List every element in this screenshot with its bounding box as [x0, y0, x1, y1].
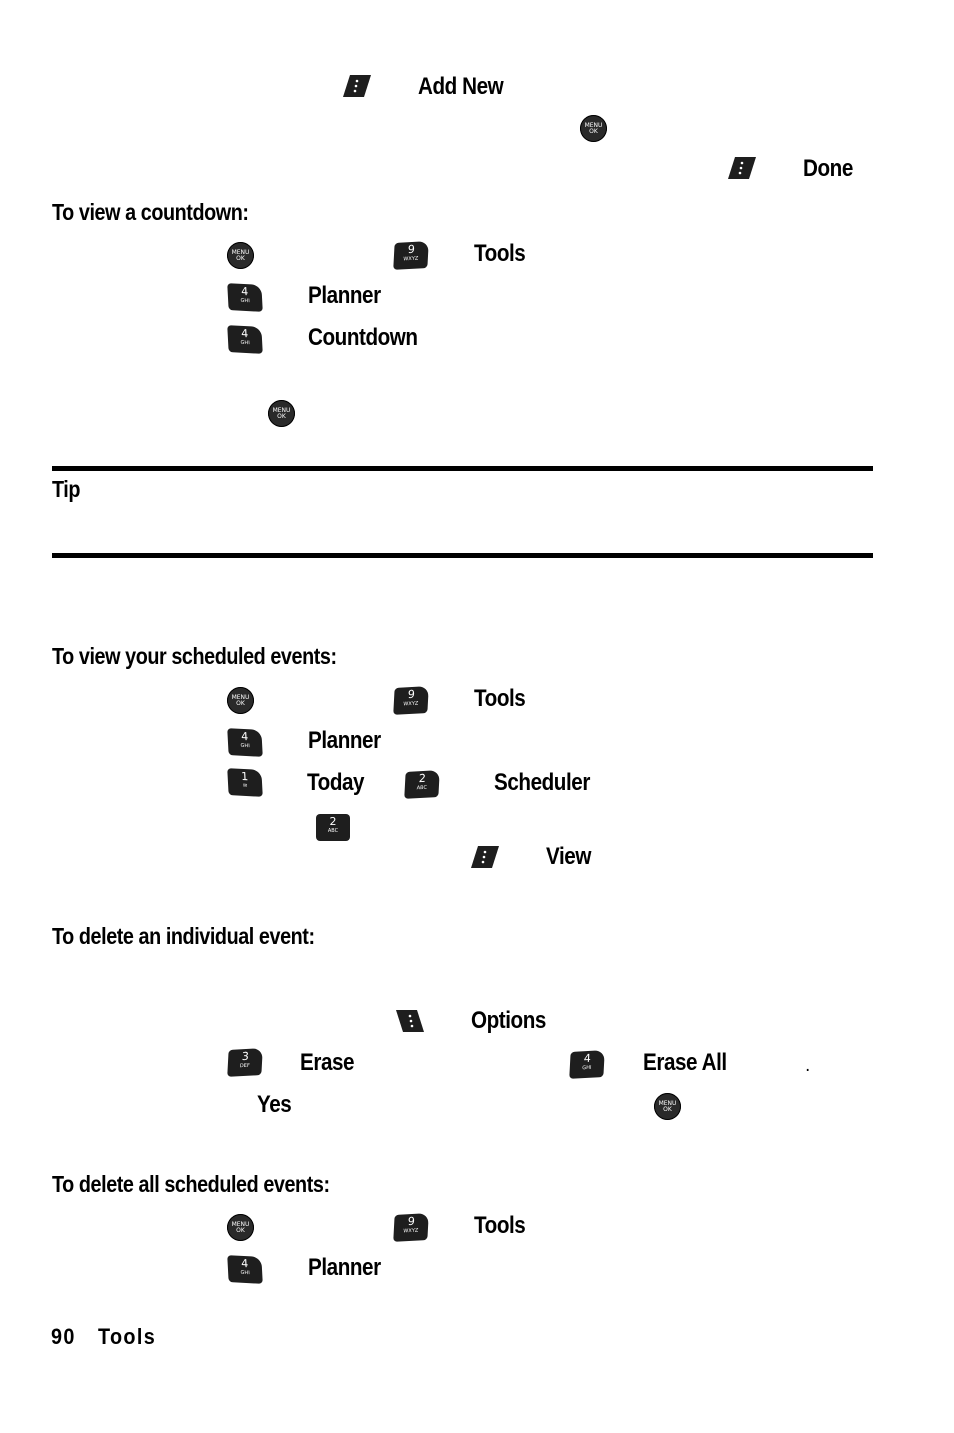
today-label: Today [307, 769, 365, 796]
tools-label: Tools [474, 1212, 526, 1239]
countdown-heading: To view a countdown: [52, 199, 249, 225]
yes-label: Yes [257, 1091, 292, 1118]
planner-label: Planner [308, 727, 381, 754]
add-new-label: Add New [418, 73, 504, 100]
footer-section-title: Tools [98, 1324, 157, 1349]
tip-bottom-rule [52, 553, 873, 558]
delete-all-heading: To delete all scheduled events: [52, 1171, 330, 1197]
options-label: Options [471, 1007, 546, 1034]
planner-label: Planner [308, 282, 381, 309]
page-number: 90 [51, 1324, 76, 1349]
left-softkey-icon [343, 75, 371, 97]
scheduled-events-heading: To view your scheduled events: [52, 643, 337, 669]
done-label: Done [803, 155, 853, 182]
tools-label: Tools [474, 240, 526, 267]
erase-label: Erase [300, 1049, 355, 1076]
period-mark: . [806, 1058, 809, 1074]
view-label: View [546, 843, 591, 870]
planner-label: Planner [308, 1254, 381, 1281]
tip-top-rule [52, 466, 873, 471]
left-softkey-icon [728, 157, 756, 179]
tip-label: Tip [52, 476, 81, 502]
countdown-label: Countdown [308, 324, 418, 351]
erase-all-label: Erase All [643, 1049, 727, 1076]
delete-event-heading: To delete an individual event: [52, 923, 315, 949]
right-softkey-icon [396, 1010, 424, 1032]
left-softkey-icon [471, 846, 499, 868]
tools-label: Tools [474, 685, 526, 712]
scheduler-label: Scheduler [494, 769, 590, 796]
key-1-icon: 1✉ [227, 768, 263, 797]
